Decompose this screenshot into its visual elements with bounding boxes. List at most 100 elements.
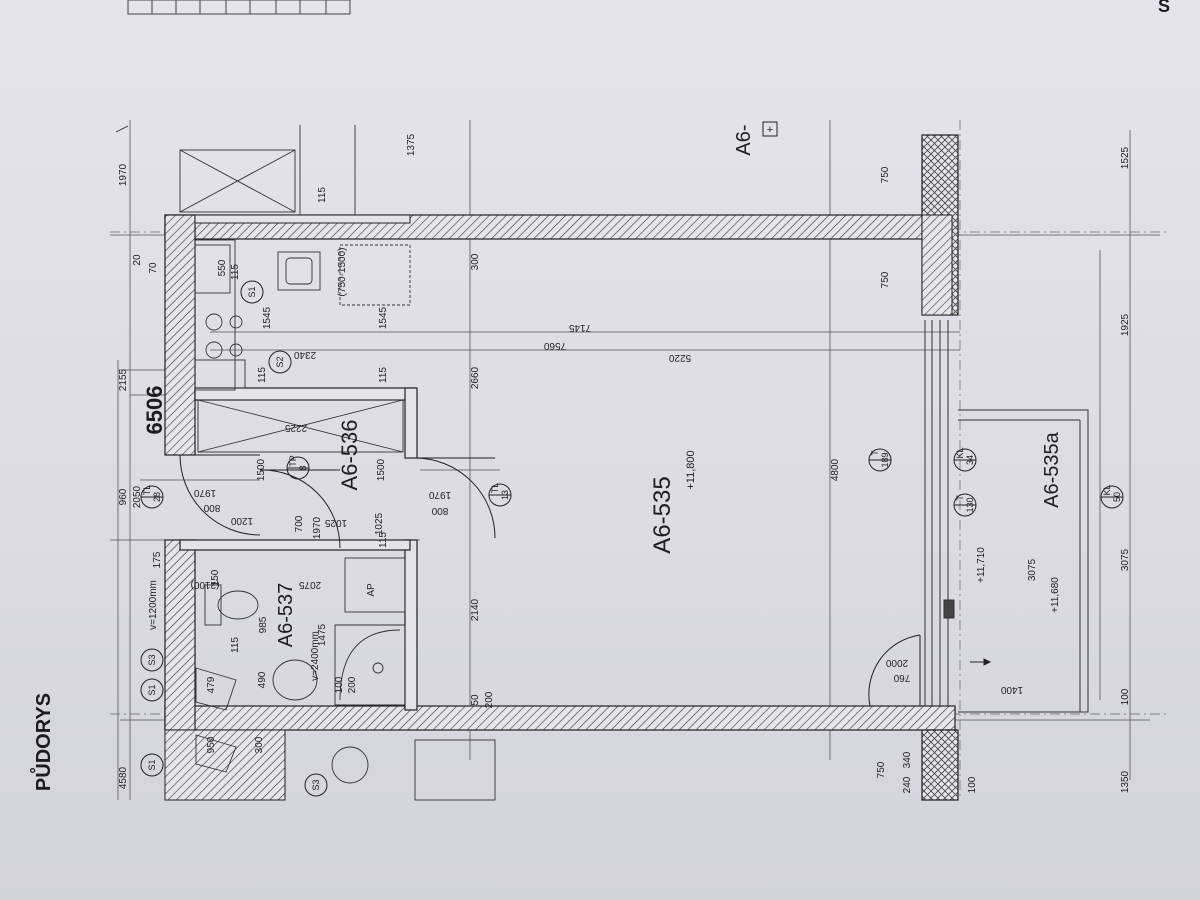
tag-t130-bot: 130 [965,497,975,512]
dim-115-b: 115 [230,264,241,280]
apartment-number: 6506 [142,386,167,435]
dim-2660: 2660 [470,366,481,389]
dim-7145: 7145 [568,322,591,333]
facade-glazing [924,320,955,706]
dim-2075: 2075 [298,579,321,590]
dim-4800: 4800 [830,458,841,481]
neighbor-mark: + [767,124,773,136]
tag-kl50-top: KL [1102,484,1112,495]
dim-115-e: 115 [378,532,389,548]
tag-tp8-top: TP [288,455,298,467]
dim-490: 490 [257,671,268,688]
level-terrace: +11,710 [976,547,987,583]
tag-s1-c: S1 [247,286,257,297]
main-level-badge: +11,800 [685,450,697,489]
room-a6-536: A6-536 [337,420,362,491]
dim-1475: 1475 [317,623,328,646]
level-balcony: +11,680 [1050,577,1061,613]
tag-tl28-top: TL [142,485,152,496]
dim-2140: 2140 [470,598,481,621]
dim-2000: 2000 [885,657,908,668]
dim-1970-b: 1970 [428,489,451,500]
shaft-crosses [115,125,404,453]
dim-479: 479 [206,676,217,693]
dim-150: 150 [210,569,221,586]
tag-tl13-bot: 13 [500,490,510,500]
dim-2340: 2340 [293,349,316,360]
dim-1350: 1350 [1120,770,1131,793]
dim-1500-b: 1500 [376,458,387,481]
dim-5220: 5220 [668,352,691,363]
dim-115-a: 115 [317,187,328,203]
dim-2155: 2155 [118,368,129,391]
tag-s3-a: S3 [147,654,157,665]
door-swings [179,454,921,707]
tag-kl34-top: KL [955,447,965,458]
dim-100: 100 [1120,688,1131,705]
tag-t130-top: T [955,495,965,501]
dim-240: 240 [902,776,913,793]
dim-100-c: 100 [334,676,345,693]
dim-300: 300 [470,253,481,270]
dim-760: 760 [893,672,910,683]
dim-1970-c: 1970 [312,516,323,539]
dim-2100: (2100) [191,579,220,590]
dim-2050: 2050 [132,485,143,508]
dim-3075: 3075 [1120,548,1131,571]
dim-2225: 2225 [284,422,307,433]
title-block-fragment [127,0,351,15]
dim-1545-b: 1545 [378,306,389,329]
dim-1025-b: 1025 [374,512,385,535]
dim-1545-a: 1545 [262,306,273,329]
dim-550: 550 [217,259,228,276]
dim-700: 700 [294,515,305,532]
dim-1970-a: 1970 [193,487,216,498]
dim-115-d: 115 [378,367,389,383]
room-labels: A6-535 +11,800 A6-536 A6-537 A6-535a A6-… [142,121,1063,648]
dim-1025: 1025 [324,517,347,528]
dim-2400mm: v=2400mm [310,631,321,681]
dim-1400: 1400 [1000,684,1023,695]
dim-340: 340 [902,751,913,768]
kitchen-fixtures [194,239,411,391]
dim-800-a: 800 [203,502,220,513]
tag-tp8-bot: 8 [298,465,308,470]
dimension-texts: 2155 960 4580 175 1970 2050 1375 750 152… [118,133,1131,793]
dim-200-b: 200 [347,676,358,693]
dim-750-a: 750 [880,166,891,183]
room-a6-neighbor: A6- [733,124,755,155]
dim-1500-a: 1500 [256,458,267,481]
dim-800-b: 800 [431,505,448,516]
tag-kl50-bot: 50 [1112,492,1122,502]
dim-1925: 1925 [1120,313,1131,336]
tag-labels: S1 S1 S3 S1 S2 S3 TL 28 TP 8 TL 13 T 189… [142,286,1122,790]
room-a6-535: A6-535 [649,476,676,553]
tag-s2: S2 [275,356,285,367]
tag-t189-bot: 189 [880,452,890,467]
dim-50: 50 [470,694,481,706]
dim-200: 200 [484,691,495,708]
dim-750-b: 750 [880,271,891,288]
dim-1375: 1375 [406,133,417,156]
bathroom-fixtures [194,244,496,801]
dim-175: 175 [152,551,163,568]
tag-t189-top: T [870,450,880,456]
tag-circles [140,280,1124,797]
dim-7560: 7560 [543,340,566,351]
dim-20: 20 [132,254,143,266]
dim-1970-top: 1970 [118,163,129,186]
tag-s1-a: S1 [147,759,157,770]
walls [164,134,959,801]
tag-tl13-top: TL [490,483,500,494]
dim-960: 960 [118,488,129,505]
room-a6-537: A6-537 [275,583,297,648]
dim-1200mm: v=1200mm [148,580,159,630]
dim-750-1500: (750-1500) [337,248,348,297]
balcony-outline [958,409,1089,713]
tag-kl34-bot: 34 [965,455,975,465]
dim-1200: 1200 [230,515,253,526]
tag-s3-b: S3 [311,779,321,790]
dim-115-f: 115 [230,637,241,653]
dim-70: 70 [148,262,159,274]
